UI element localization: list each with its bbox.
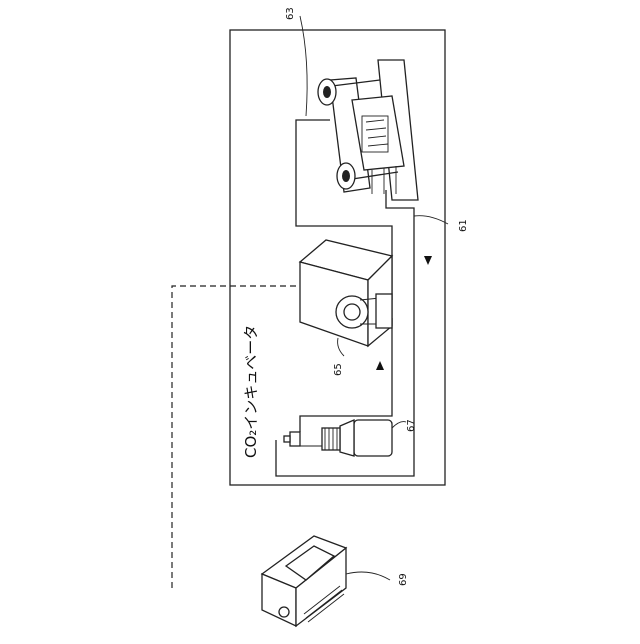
ref-63: 63	[285, 7, 296, 20]
incubator-label: CO₂インキュベータ	[242, 325, 260, 458]
control-cable-dashed	[172, 286, 300, 588]
pump	[300, 240, 392, 346]
leader-61	[414, 216, 448, 224]
ref-69: 69	[398, 573, 409, 586]
flow-arrow-up	[376, 361, 384, 370]
ref-61: 61	[458, 219, 469, 232]
flow-arrow-down	[424, 256, 432, 265]
leader-67	[392, 422, 406, 428]
controller-box	[262, 536, 346, 626]
leader-63	[300, 16, 307, 116]
ref-65: 65	[333, 363, 344, 376]
leader-69	[346, 572, 390, 580]
culture-device	[318, 60, 418, 200]
tube-bottle	[300, 440, 322, 446]
leader-65	[338, 338, 344, 356]
ref-67: 67	[406, 419, 417, 432]
